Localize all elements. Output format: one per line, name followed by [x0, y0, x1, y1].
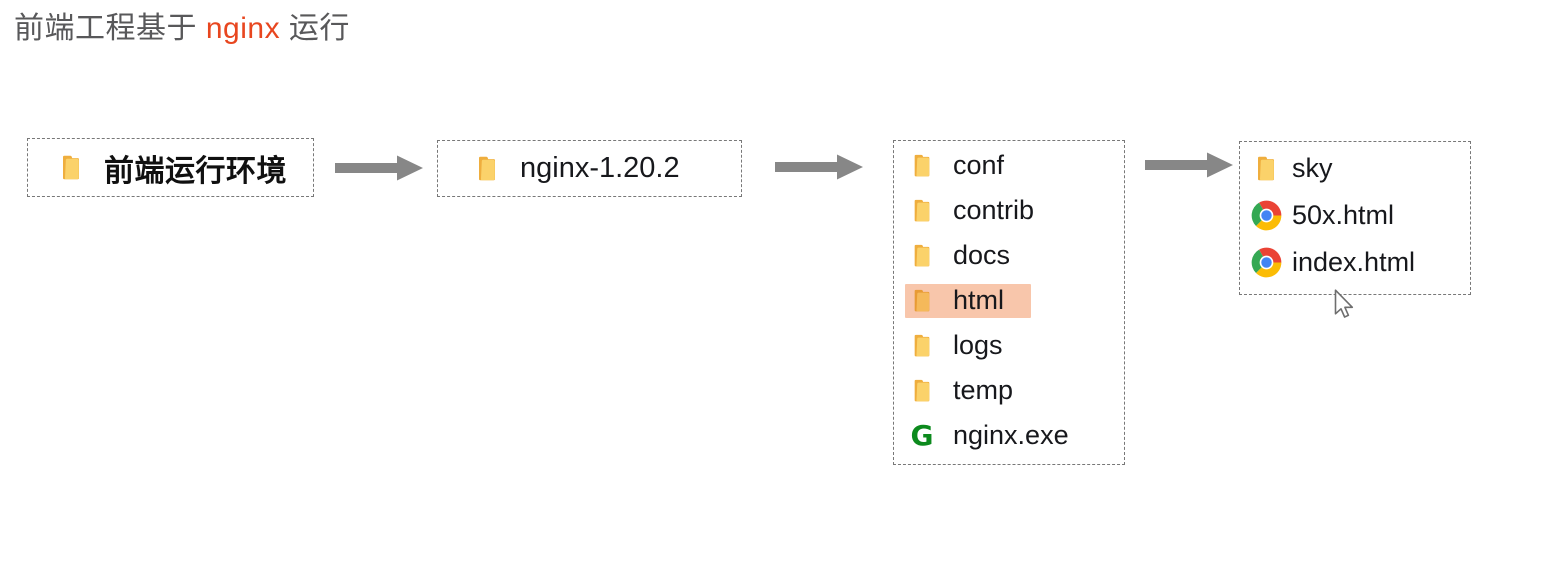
file-row-temp: temp	[894, 368, 1124, 413]
node-frontend-env-box: 前端运行环境	[27, 138, 314, 197]
file-label: conf	[953, 150, 1005, 180]
nginx-logo-icon: G	[910, 418, 934, 452]
file-row-50x-html: 50x.html	[1240, 192, 1470, 239]
html-row-highlight: html	[905, 283, 1032, 318]
node-nginx-dir-listing-box: conf contrib docs html	[893, 140, 1125, 465]
arrow-right-icon	[775, 154, 863, 180]
title-nginx-highlight: nginx	[205, 12, 281, 45]
file-label: temp	[953, 375, 1014, 405]
file-row-conf: conf	[894, 143, 1124, 188]
page-title: 前端工程基于 nginx 运行	[14, 10, 350, 48]
file-row-logs: logs	[894, 323, 1124, 368]
arrow-right-icon	[335, 155, 423, 181]
file-row-index-html: index.html	[1240, 239, 1470, 286]
file-row-html-highlighted: html	[894, 278, 1124, 323]
frontend-env-label: 前端运行环境	[104, 154, 287, 188]
chrome-icon	[1250, 247, 1282, 278]
file-label: html	[953, 285, 1005, 315]
chrome-icon	[1250, 200, 1282, 231]
file-row-docs: docs	[894, 233, 1124, 278]
folder-icon	[1250, 155, 1282, 183]
mouse-cursor-icon	[1334, 289, 1354, 318]
file-row-nginx-exe: G nginx.exe	[894, 413, 1124, 458]
folder-icon	[909, 288, 935, 314]
folder-icon	[909, 243, 935, 269]
nginx-root-label: nginx-1.20.2	[520, 152, 680, 184]
file-row-contrib: contrib	[894, 188, 1124, 233]
title-prefix: 前端工程基于	[14, 12, 206, 45]
node-nginx-root-box: nginx-1.20.2	[437, 140, 742, 197]
file-label: sky	[1292, 153, 1333, 183]
folder-icon	[909, 333, 935, 359]
file-label: docs	[953, 240, 1011, 270]
title-suffix: 运行	[280, 12, 350, 45]
file-label: nginx.exe	[953, 420, 1069, 450]
folder-icon	[909, 153, 935, 179]
file-label: logs	[953, 330, 1003, 360]
folder-icon	[909, 198, 935, 224]
node-html-contents-box: sky 50x.html index.html	[1239, 141, 1471, 295]
file-label: contrib	[953, 195, 1035, 225]
file-row-sky: sky	[1240, 145, 1470, 192]
arrow-right-icon	[1145, 152, 1233, 178]
file-label: index.html	[1292, 247, 1416, 277]
folder-icon	[474, 155, 500, 183]
file-label: 50x.html	[1292, 200, 1395, 230]
folder-icon	[909, 378, 935, 404]
folder-icon	[58, 154, 84, 182]
